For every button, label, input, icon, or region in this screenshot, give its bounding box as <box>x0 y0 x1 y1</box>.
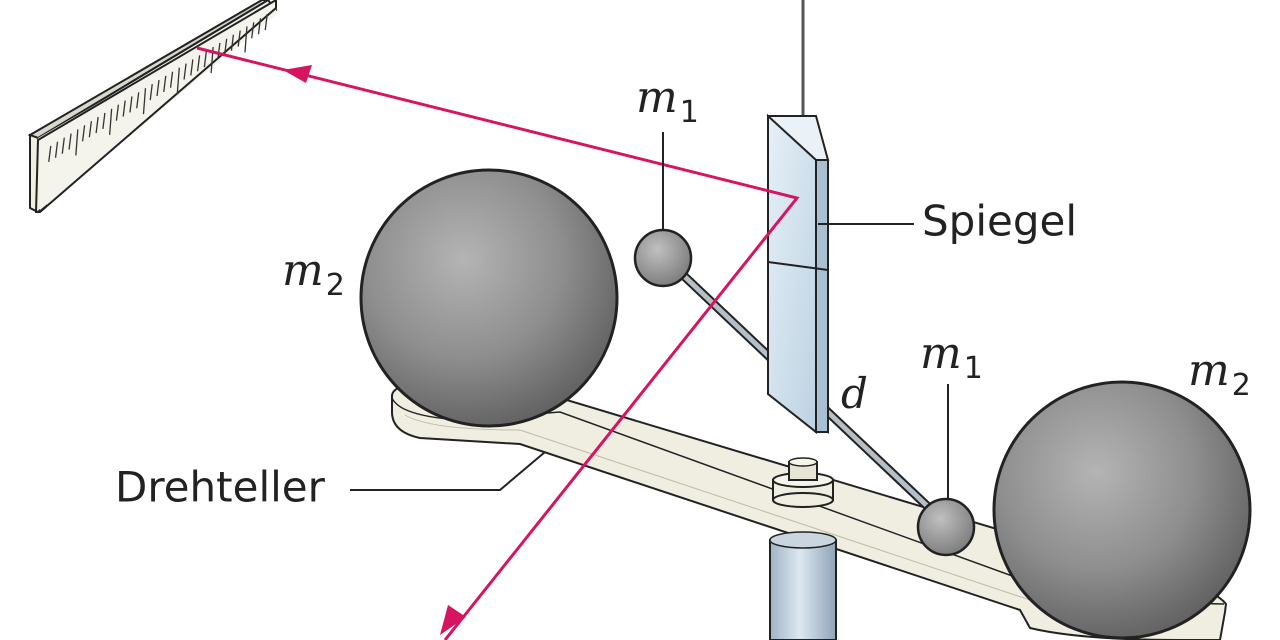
leader-line-turntable <box>350 451 546 491</box>
scale-tick <box>75 129 79 156</box>
scale-tick <box>142 88 147 115</box>
scale-tick <box>169 71 174 88</box>
scale-tick <box>163 75 167 92</box>
scale-tick <box>230 34 235 51</box>
large-mass-right <box>992 380 1252 640</box>
scale-tick <box>257 18 262 35</box>
scale-tick <box>237 30 241 47</box>
scale-tick <box>88 121 92 138</box>
mirror-label: Spiegel <box>922 197 1077 246</box>
scale-tick <box>244 26 248 53</box>
scale-tick <box>217 42 221 60</box>
scale-tick <box>251 22 255 39</box>
distance-label: d <box>841 369 868 418</box>
scale-tick <box>156 79 160 97</box>
scale-tick <box>264 14 268 31</box>
scale-tick <box>115 104 120 121</box>
small-mass-label-left: m1 <box>636 72 699 130</box>
scale-tick <box>102 112 106 130</box>
scale-tick <box>196 55 201 72</box>
ruler-scale-icon <box>27 0 278 214</box>
scale-tick <box>190 59 194 76</box>
laser-beam <box>196 46 800 640</box>
small-mass-label-right: m1 <box>920 328 983 386</box>
turntable-label: Drehteller <box>115 463 326 512</box>
small-mass-left <box>633 228 693 288</box>
arrowhead-icon <box>283 65 312 83</box>
mirror <box>766 113 830 435</box>
support-column <box>769 531 837 640</box>
small-mass-right <box>916 497 976 557</box>
scale-tick <box>136 92 140 109</box>
scale-tick <box>176 67 180 94</box>
scale-tick <box>54 141 59 158</box>
scale-tick <box>183 63 187 80</box>
scale-tick <box>108 108 113 135</box>
scale-tick <box>224 38 228 55</box>
arrowhead-icon <box>440 605 466 635</box>
large-mass-label-left: m2 <box>282 245 345 303</box>
pivot-cylinder <box>772 457 834 508</box>
scale-tick <box>68 133 72 150</box>
scale-tick <box>129 96 133 113</box>
scale-tick <box>203 51 207 68</box>
scale-tick <box>81 125 86 142</box>
large-mass-label-right: m2 <box>1188 345 1251 403</box>
scale-tick <box>48 145 52 162</box>
scale-tick <box>122 100 126 117</box>
scale-tick <box>95 116 99 134</box>
large-mass-left <box>359 168 619 428</box>
scale-tick <box>149 84 153 101</box>
scale-tick <box>61 137 65 154</box>
